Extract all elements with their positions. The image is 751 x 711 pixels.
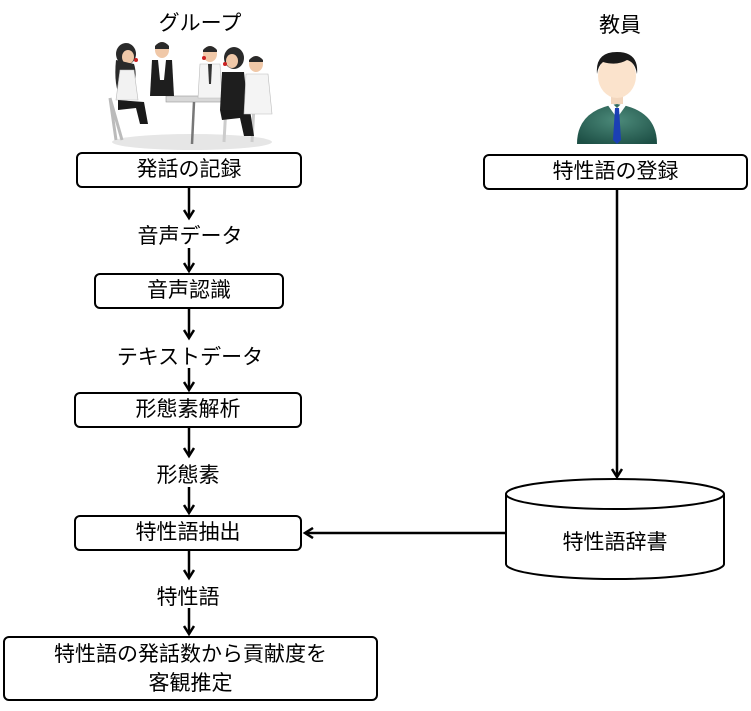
contribution-estimation-line1: 特性語の発話数から貢献度を [54, 641, 327, 666]
teacher-label: 教員 [599, 13, 641, 37]
record-speech-text: 発話の記録 [136, 157, 242, 182]
group-label: グループ [158, 11, 242, 35]
feature-extraction-text: 特性語抽出 [135, 520, 241, 545]
feature-dictionary-label: 特性語辞書 [562, 530, 668, 554]
register-feature-words-box: 特性語の登録 [483, 154, 748, 190]
speech-recognition-box: 音声認識 [94, 273, 284, 309]
morphemes-label: 形態素 [156, 463, 220, 487]
text-data-label: テキストデータ [116, 345, 264, 369]
teacher-avatar-icon [577, 52, 657, 144]
feature-words-label: 特性語 [156, 585, 220, 609]
audio-data-label: 音声データ [137, 224, 243, 248]
contribution-estimation-line2: 客観推定 [148, 670, 233, 695]
morph-analysis-box: 形態素解析 [74, 392, 302, 428]
contribution-estimation-box: 特性語の発話数から貢献度を 客観推定 [3, 636, 378, 701]
morph-analysis-text: 形態素解析 [135, 397, 241, 422]
record-speech-box: 発話の記録 [76, 152, 302, 188]
feature-extraction-box: 特性語抽出 [74, 515, 302, 551]
speech-recognition-text: 音声認識 [147, 278, 231, 303]
group-meeting-illustration [108, 42, 273, 150]
register-feature-words-text: 特性語の登録 [552, 159, 679, 184]
